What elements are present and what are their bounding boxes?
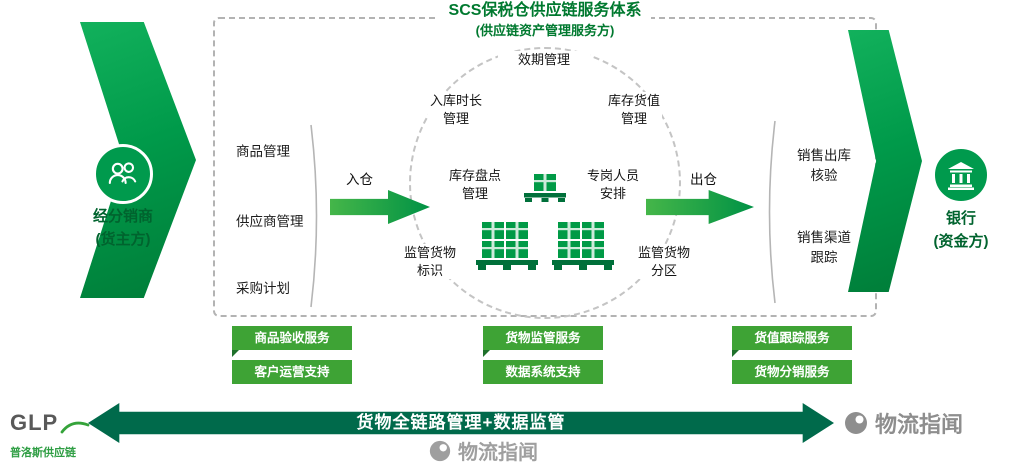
bank-label: 银行 (资金方) [903,208,1019,253]
sales-item-outbound-verification: 销售出库 核验 [797,148,851,184]
circle-label-stocktaking: 库存盘点 管理 [447,167,504,203]
people-icon [108,162,137,185]
distributor-label: 经分销商 (货主方) [58,206,188,251]
title-line2: (供应链资产管理服务方) [465,23,625,40]
circle-label-supervised-goods-zoning: 监管货物 分区 [636,244,693,280]
in-warehouse-label: 入仓 [344,168,375,188]
bank-avatar [932,146,990,204]
service-button-goods-acceptance: 商品验收服务 [232,326,352,357]
distributor-name: 经分销商 [92,208,153,225]
service-button-value-tracking: 货值跟踪服务 [732,326,852,357]
title-line1: SCS保税仓供应链服务体系 [438,1,652,21]
glp-swoosh-icon [60,421,90,434]
glp-logo: GLP [10,410,90,436]
owner-item-goods-mgmt: 商品管理 [236,144,290,159]
sales-item-channel-tracking: 销售渠道 跟踪 [797,230,851,266]
watermark-logo-icon [845,412,867,434]
service-button-goods-supervision: 货物监管服务 [483,326,603,357]
watermark-center: 物流指闻 [428,436,538,465]
glp-logo-subtitle: 普洛斯供应链 [10,447,76,459]
distributor-avatar [93,144,153,204]
circle-label-supervised-goods-marking: 监管货物 标识 [402,244,459,280]
process-circle-border [409,47,681,319]
left-brace [310,124,318,308]
watermark-text: 物流指闻 [458,442,538,464]
watermark-right: 物流指闻 [843,407,963,439]
out-warehouse-label: 出仓 [688,168,719,188]
circle-label-dedicated-staff: 专岗人员 安排 [585,167,642,203]
service-button-goods-distribution: 货物分销服务 [732,360,852,384]
circle-label-inbound-duration: 入库时长 管理 [428,92,485,128]
watermark-logo-icon [429,440,451,461]
bank-icon [948,162,974,190]
circle-label-expiry-mgmt: 效期管理 [498,51,590,69]
right-brace [768,120,776,304]
circle-label-inventory-value: 库存货值 管理 [606,92,663,128]
service-button-customer-operation: 客户运营支持 [232,360,352,384]
warehouse-boxes-illustration [476,174,614,270]
bank-name: 银行 [945,210,976,227]
bank-role: (资金方) [933,232,989,250]
distributor-role: (货主方) [95,230,151,248]
watermark-text: 物流指闻 [875,412,964,437]
service-button-data-system-support: 数据系统支持 [483,360,603,384]
owner-item-purchase-plan: 采购计划 [236,281,290,296]
owner-item-supplier-mgmt: 供应商管理 [236,214,304,229]
diagram-title: SCS保税仓供应链服务体系 (供应链资产管理服务方) [213,1,877,41]
glp-logo-text: GLP [10,410,59,435]
